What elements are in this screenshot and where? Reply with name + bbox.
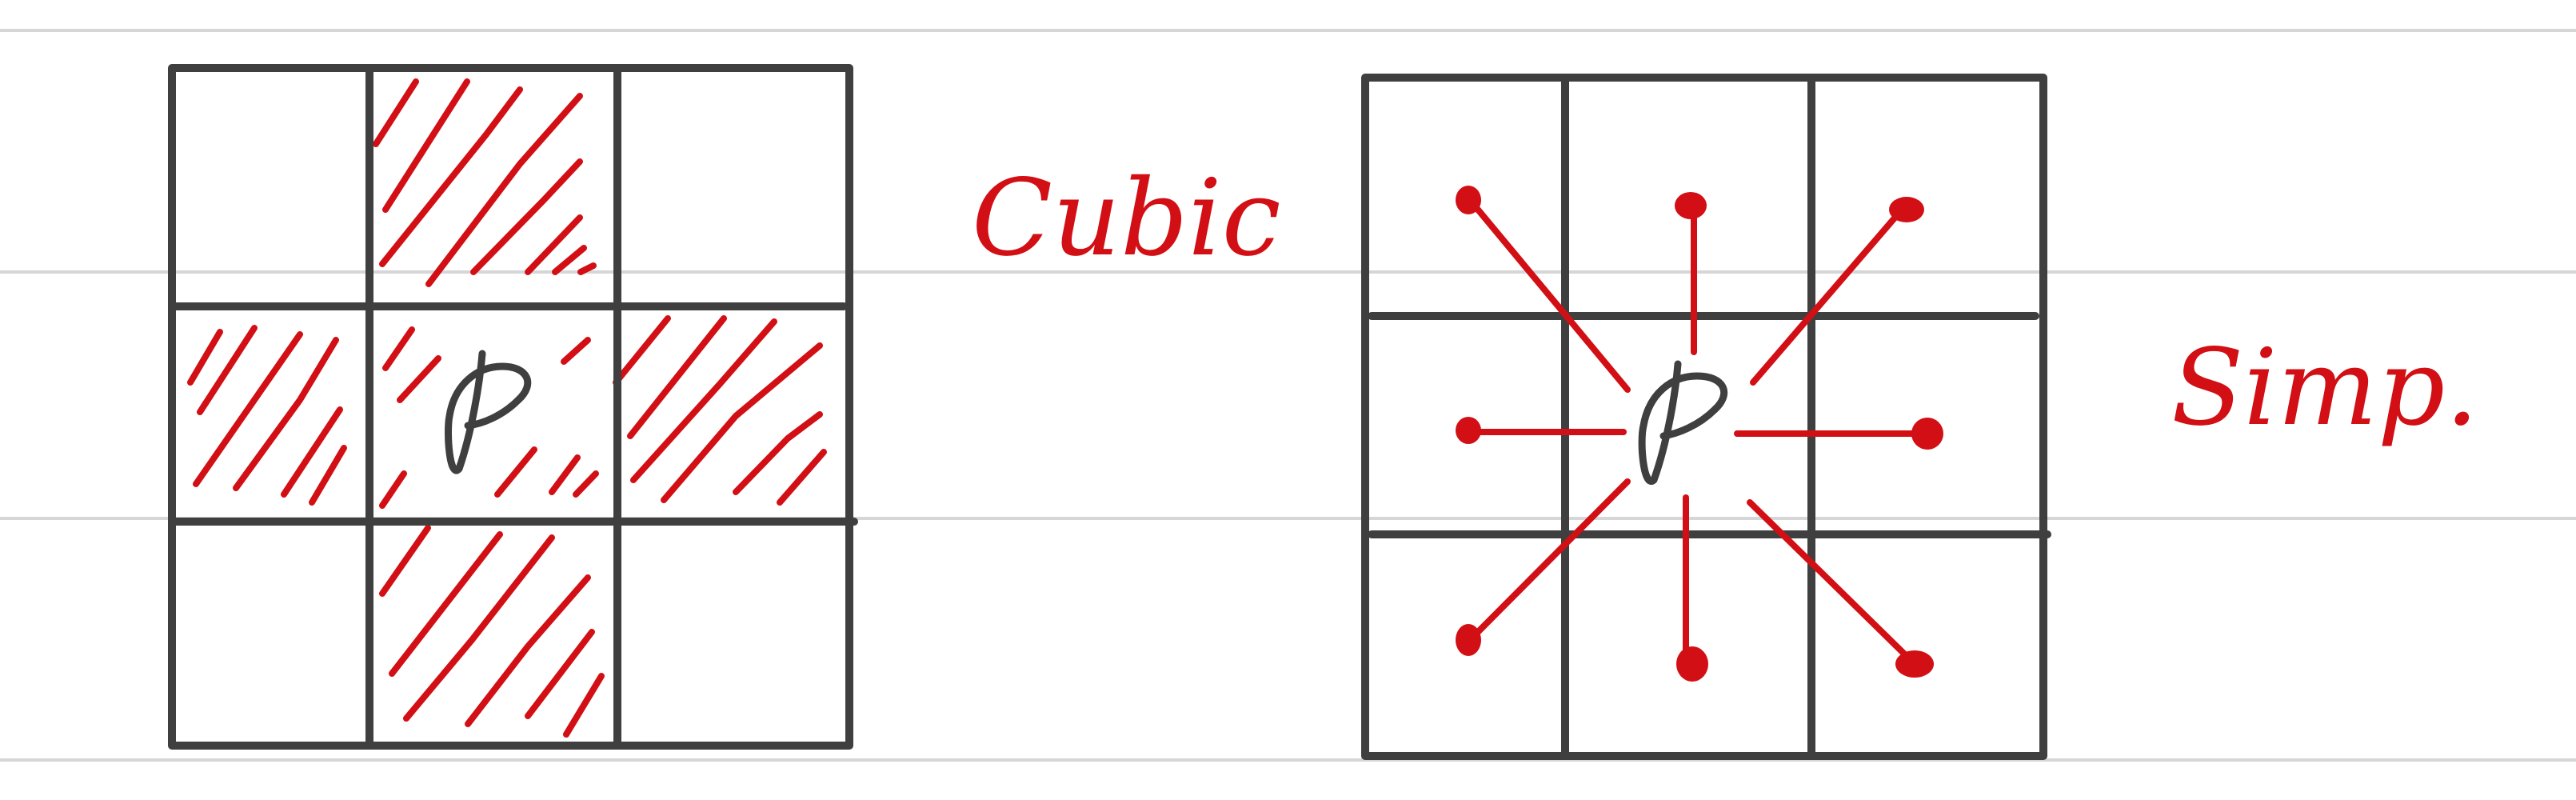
connection-upper-right xyxy=(1750,206,1905,386)
simp-label: Simp. xyxy=(2171,326,2478,450)
simple-stencil: φ xyxy=(1361,74,2051,760)
cubic-stencil: φ xyxy=(168,64,858,750)
connection-lower-right xyxy=(1747,499,1916,666)
hatch-middle-left xyxy=(187,325,347,506)
endpoint-dot xyxy=(1895,650,1934,678)
cubic-label: Cubic xyxy=(972,157,1281,280)
hatch-middle-right xyxy=(613,315,827,506)
simple-grid xyxy=(1361,74,2051,760)
endpoint-dot xyxy=(1456,186,1481,214)
neighbor-connections xyxy=(1467,197,1926,671)
grid-outer-frame xyxy=(1361,74,2047,760)
hatch-middle-center xyxy=(379,326,599,509)
hatch-top-center xyxy=(373,78,597,287)
endpoint-dot xyxy=(1456,624,1481,656)
endpoint-dot xyxy=(1889,197,1924,222)
endpoint-dot xyxy=(1675,192,1707,219)
endpoint-dot xyxy=(1456,417,1481,444)
endpoint-dot xyxy=(1911,418,1943,450)
connection-lower-left xyxy=(1467,478,1631,643)
neighbor-endpoints xyxy=(1456,186,1943,682)
phi-symbol: φ xyxy=(1638,360,1728,486)
connection-upper-left xyxy=(1467,197,1631,393)
phi-symbol: φ xyxy=(445,350,532,474)
endpoint-dot xyxy=(1676,646,1708,682)
cubic-grid xyxy=(168,64,858,750)
hatch-bottom-center xyxy=(379,525,605,738)
